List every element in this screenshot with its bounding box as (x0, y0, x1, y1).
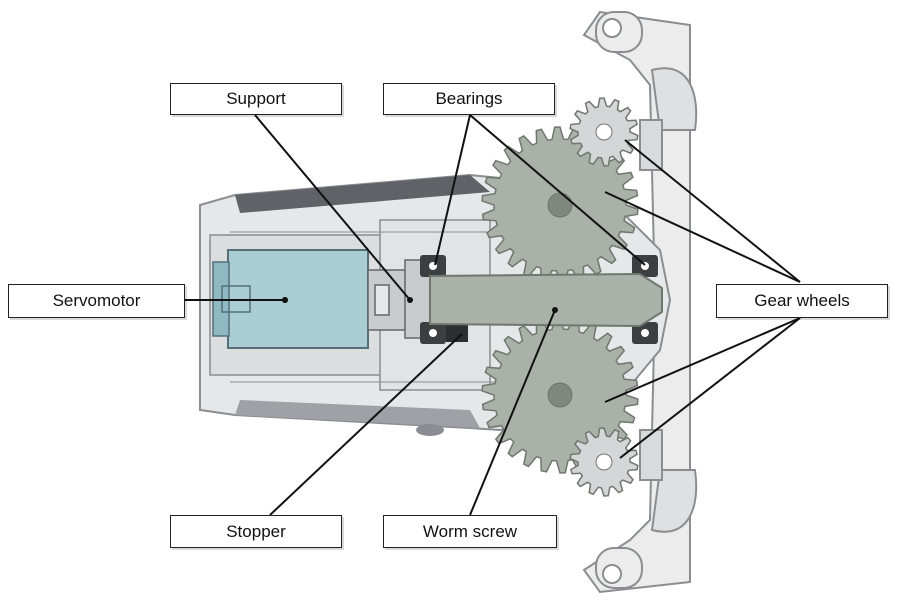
leader-bearings-2 (469, 114, 646, 266)
gear-small-bottom-hub (595, 453, 613, 471)
leader-worm-screw (469, 309, 556, 516)
leader-support (254, 114, 411, 301)
label-stopper: Stopper (170, 515, 342, 548)
worm-screw-shaft (429, 272, 663, 328)
leader-lines (185, 114, 801, 516)
servomotor-body (212, 249, 369, 349)
mount-hole-bottom (602, 564, 622, 584)
label-servomotor: Servomotor (8, 284, 185, 318)
label-gear-wheels: Gear wheels (716, 284, 888, 318)
leader-stopper (269, 333, 463, 516)
gear-large-top-hub (547, 192, 573, 218)
mount-hole-top (602, 18, 622, 38)
leader-gear-1 (624, 139, 801, 283)
label-support: Support (170, 83, 342, 115)
label-bearings: Bearings (383, 83, 555, 115)
label-worm-screw: Worm screw (383, 515, 557, 548)
leader-gear-4 (619, 317, 801, 459)
leader-gear-3 (604, 317, 801, 403)
gear-small-top-hub (595, 123, 613, 141)
leader-gear-2 (604, 191, 801, 283)
gear-group (481, 97, 639, 497)
leader-bearings-1 (434, 114, 471, 266)
gear-large-bottom-hub (547, 382, 573, 408)
leader-dots (282, 297, 558, 313)
stopper-part (446, 322, 468, 342)
right-frame (582, 10, 698, 594)
